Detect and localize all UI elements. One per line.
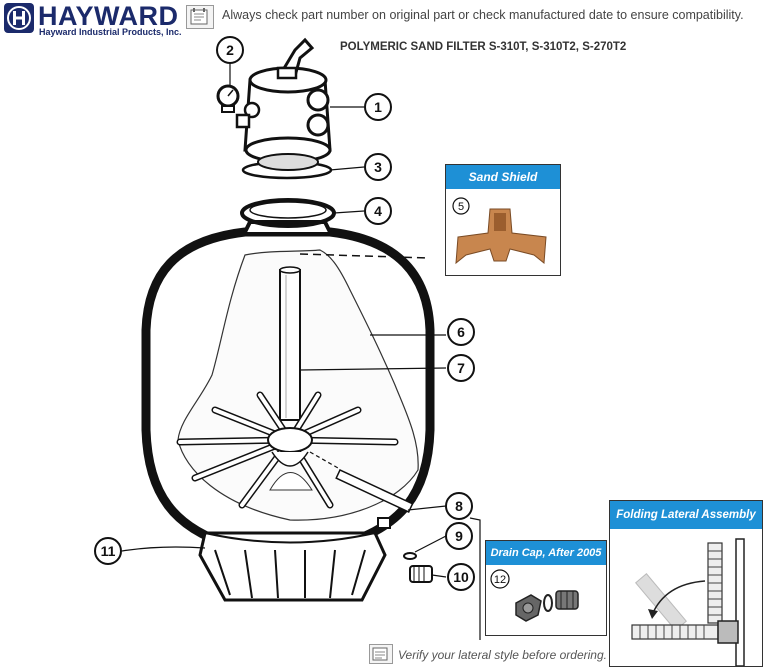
drain-cap-title: Drain Cap, After 2005 bbox=[486, 541, 606, 565]
callout-6: 6 bbox=[457, 324, 465, 340]
callout-2: 2 bbox=[226, 42, 234, 58]
callout-3: 3 bbox=[374, 159, 382, 175]
drain-port bbox=[377, 517, 391, 529]
leader-sand-shield bbox=[299, 253, 429, 259]
multiport-valve bbox=[235, 37, 332, 171]
folding-lateral-title: Folding Lateral Assembly bbox=[610, 501, 762, 529]
callout-markers bbox=[94, 36, 475, 591]
lateral-part bbox=[309, 451, 414, 513]
sand-shield-icon bbox=[455, 208, 547, 265]
callout-9: 9 bbox=[455, 528, 463, 544]
callout-8: 8 bbox=[455, 498, 463, 514]
standpipe bbox=[279, 266, 301, 421]
hayward-logo-icon bbox=[4, 3, 34, 33]
notice-icon bbox=[186, 5, 214, 29]
brand-subtitle: Hayward Industrial Products, Inc. bbox=[39, 27, 182, 37]
sand-shield-panel: Sand Shield 5 bbox=[445, 164, 561, 276]
folding-lateral-icon bbox=[631, 538, 745, 666]
callout-7: 7 bbox=[457, 360, 465, 376]
filter-base bbox=[198, 531, 387, 602]
pressure-gauge bbox=[216, 84, 240, 113]
callout-12: 12 bbox=[494, 574, 506, 586]
callout-11: 11 bbox=[101, 543, 116, 559]
leader-lines bbox=[121, 62, 481, 640]
sand-shield-title: Sand Shield bbox=[446, 165, 560, 189]
verify-icon bbox=[369, 644, 393, 664]
folding-lateral-panel: Folding Lateral Assembly bbox=[609, 500, 763, 667]
drain-o-ring bbox=[403, 552, 417, 560]
callout-1: 1 bbox=[374, 99, 382, 115]
verify-lateral-note: Verify your lateral style before orderin… bbox=[398, 648, 607, 662]
brand-name: HAYWARD bbox=[38, 1, 179, 31]
drain-cap bbox=[409, 565, 433, 583]
drain-cap-panel: Drain Cap, After 2005 12 bbox=[485, 540, 607, 636]
compatibility-notice: Always check part number on original par… bbox=[222, 8, 744, 22]
callout-10: 10 bbox=[453, 569, 469, 585]
callout-4: 4 bbox=[374, 203, 382, 219]
diagram-title: POLYMERIC SAND FILTER S-310T, S-310T2, S… bbox=[340, 41, 627, 53]
drain-cap-icon bbox=[515, 590, 579, 622]
lateral-hub bbox=[267, 427, 313, 453]
callout-5: 5 bbox=[458, 201, 464, 213]
